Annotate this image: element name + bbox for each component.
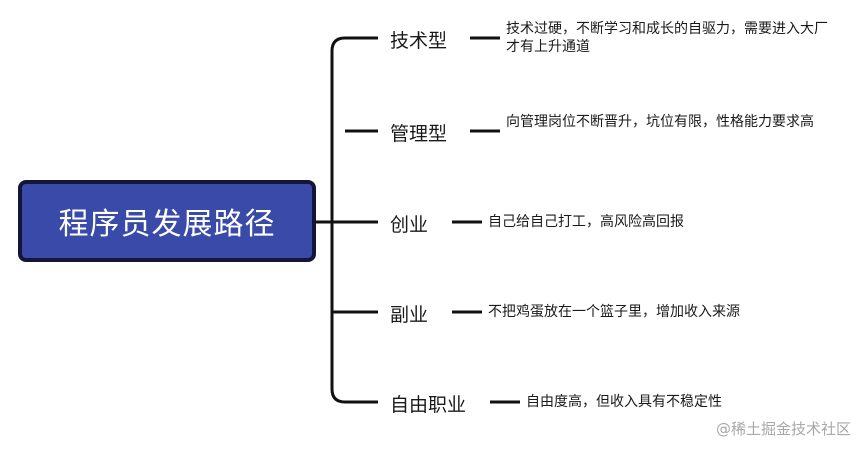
note-startup: 自己给自己打工，高风险高回报 <box>488 214 684 230</box>
branch-startup: 创业 <box>390 214 429 236</box>
branch-side-job: 副业 <box>390 304 429 326</box>
note-side-job: 不把鸡蛋放在一个篮子里，增加收入来源 <box>488 304 740 320</box>
note-management: 向管理岗位不断晋升，坑位有限，性格能力要求高 <box>506 114 814 130</box>
root-label: 程序员发展路径 <box>58 207 276 242</box>
note-tech: 技术过硬，不断学习和成长的自驱力，需要进入大厂才有上升通道 <box>506 21 828 55</box>
branch-freelance: 自由职业 <box>390 394 467 416</box>
watermark: @稀土掘金技术社区 <box>715 420 851 438</box>
note-freelance: 自由度高，但收入具有不稳定性 <box>526 394 722 410</box>
spine-line <box>330 36 346 404</box>
root-node: 程序员发展路径 <box>18 180 316 262</box>
branch-management: 管理型 <box>390 123 448 145</box>
branch-tech: 技术型 <box>390 30 448 52</box>
